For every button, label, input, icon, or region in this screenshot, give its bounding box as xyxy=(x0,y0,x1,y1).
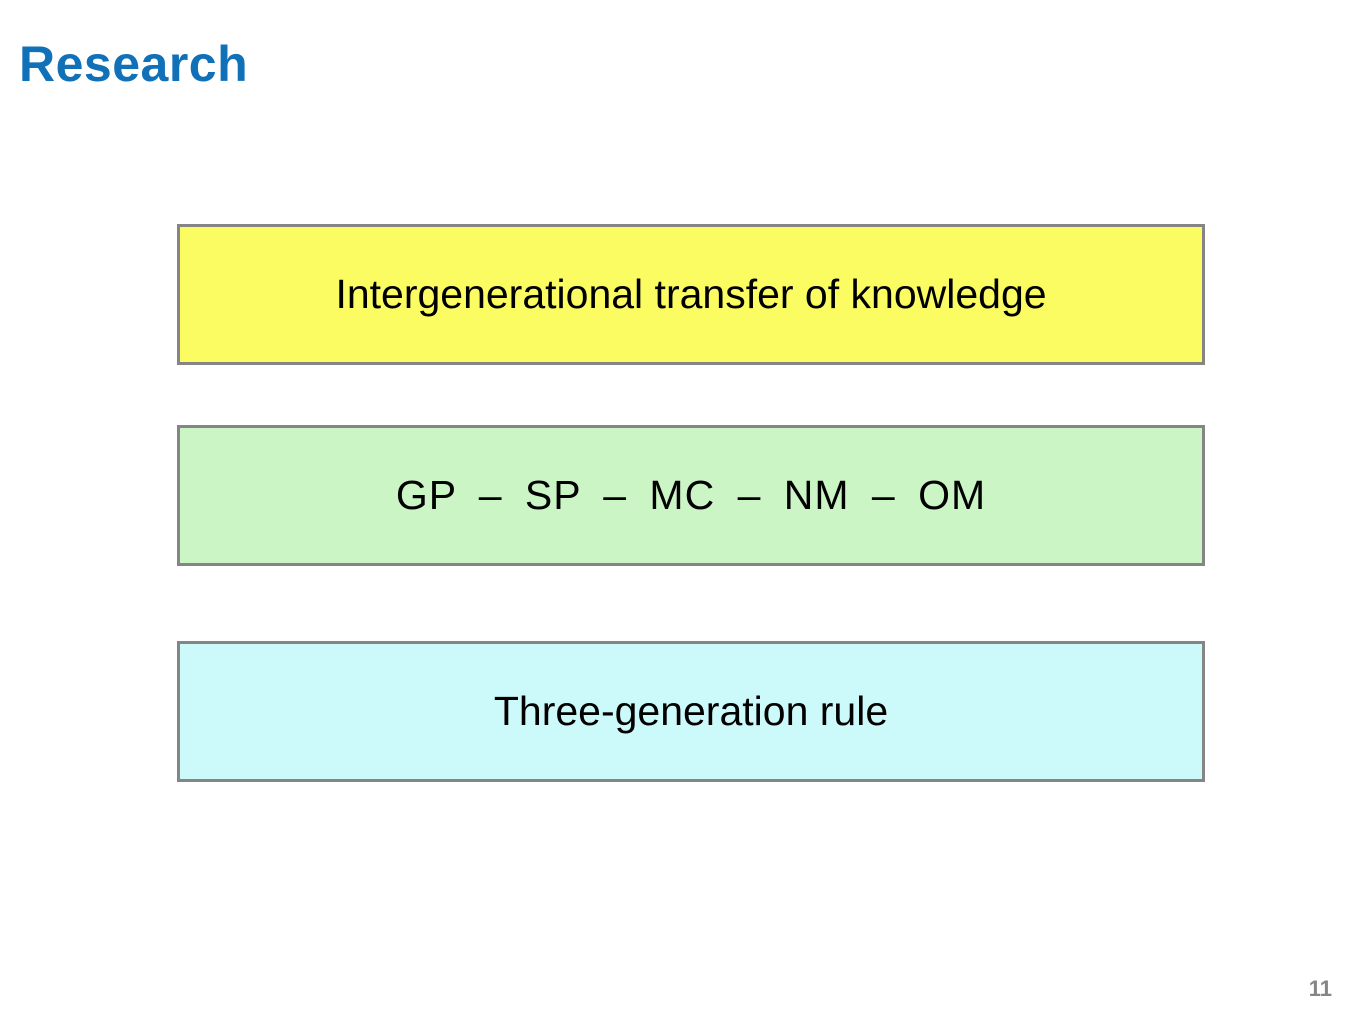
page-number: 11 xyxy=(1308,976,1332,1001)
content-box-rule[interactable]: Three-generation rule xyxy=(177,641,1205,782)
content-box-rule-label: Three-generation rule xyxy=(493,687,889,734)
content-box-generations-label: GP – SP – MC – NM – OM xyxy=(395,471,987,518)
content-box-knowledge-label: Intergenerational transfer of knowledge xyxy=(335,270,1047,317)
page-title: Research xyxy=(19,36,249,92)
content-box-generations[interactable]: GP – SP – MC – NM – OM xyxy=(177,425,1205,566)
content-box-knowledge[interactable]: Intergenerational transfer of knowledge xyxy=(177,224,1205,365)
